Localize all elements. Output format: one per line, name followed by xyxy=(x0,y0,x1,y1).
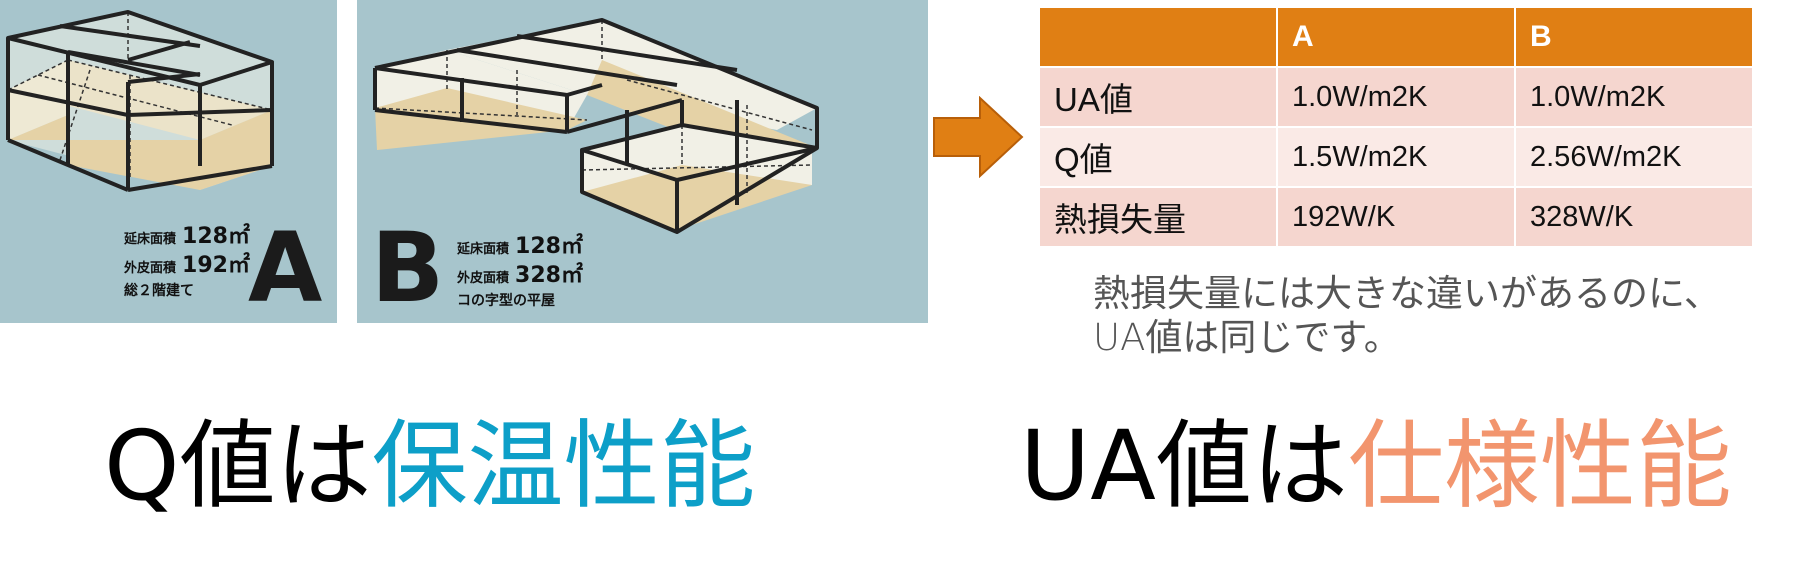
table-header-cell: B xyxy=(1514,6,1754,68)
house-b-diagram xyxy=(373,18,819,234)
table-cell: 1.0W/m2K xyxy=(1514,66,1754,128)
headline-q: Q値は保温性能 xyxy=(104,418,756,514)
house-b-panel: B 延床面積 128㎡ 外皮面積 328㎡ コの字型の平屋 xyxy=(357,0,928,323)
house-b-specs: 延床面積 128㎡ 外皮面積 328㎡ コの字型の平屋 xyxy=(457,236,583,318)
table-cell: 2.56W/m2K xyxy=(1514,126,1754,188)
table-cell: 1.5W/m2K xyxy=(1276,126,1516,188)
house-b-type: コの字型の平屋 xyxy=(457,293,555,309)
house-a-floor-area: 延床面積 128㎡ xyxy=(124,224,250,249)
table-row: UA値 1.0W/m2K 1.0W/m2K xyxy=(1038,66,1754,128)
note-line: 熱損失量には大きな違いがあるのに、 xyxy=(1093,272,1721,315)
right-arrow-icon xyxy=(933,96,1024,178)
table-header-row: A B xyxy=(1038,6,1754,68)
house-b-floor-area: 延床面積 128㎡ xyxy=(457,234,583,259)
house-a-envelope-area: 外皮面積 192㎡ xyxy=(124,253,250,278)
headline-q-prefix: Q値は xyxy=(104,410,372,522)
row-label: Q値 xyxy=(1038,126,1278,188)
table-cell: 328W/K xyxy=(1514,186,1754,248)
headline-ua-prefix: UA値は xyxy=(1020,410,1348,522)
table-row: 熱損失量 192W/K 328W/K xyxy=(1038,186,1754,248)
house-b-envelope-area: 外皮面積 328㎡ xyxy=(457,263,583,288)
table-cell: 192W/K xyxy=(1276,186,1516,248)
house-b-letter: B xyxy=(371,212,445,323)
headline-q-highlight: 保温性能 xyxy=(371,410,756,522)
comparison-table: A B UA値 1.0W/m2K 1.0W/m2K Q値 1.5W/m2K 2.… xyxy=(1038,6,1754,248)
house-a-type: 総２階建て xyxy=(124,283,194,299)
table-header-cell xyxy=(1038,6,1278,68)
table-cell: 1.0W/m2K xyxy=(1276,66,1516,128)
table-row: Q値 1.5W/m2K 2.56W/m2K xyxy=(1038,126,1754,188)
house-a-diagram xyxy=(6,10,274,192)
note-text: 熱損失量には大きな違いがあるのに、 UA値は同じです。 xyxy=(1093,272,1733,360)
row-label: UA値 xyxy=(1038,66,1278,128)
table-header-cell: A xyxy=(1276,6,1516,68)
house-a-panel: 延床面積 128㎡ 外皮面積 192㎡ 総２階建て A xyxy=(0,0,337,323)
headline-ua: UA値は仕様性能 xyxy=(1020,418,1732,514)
note-line: UA値は同じです。 xyxy=(1093,316,1401,359)
headline-ua-highlight: 仕様性能 xyxy=(1347,410,1732,522)
house-a-specs: 延床面積 128㎡ 外皮面積 192㎡ 総２階建て xyxy=(124,226,250,308)
row-label: 熱損失量 xyxy=(1038,186,1278,248)
house-a-letter: A xyxy=(248,212,323,323)
